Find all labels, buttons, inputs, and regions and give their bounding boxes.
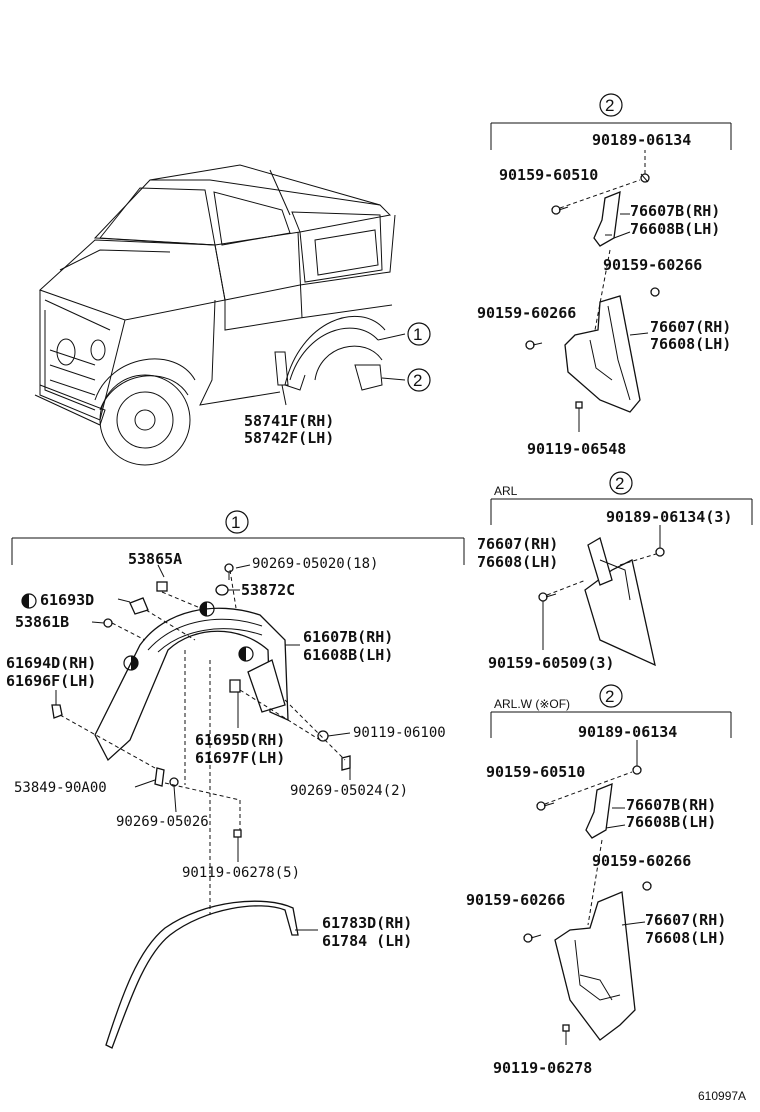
part-label: 76607B(RH): [630, 202, 720, 220]
part-label: 90119-06278: [493, 1059, 592, 1077]
bolt-icon: [655, 547, 665, 557]
half-circle-marker: [123, 655, 139, 671]
part-label: 76608(LH): [650, 335, 731, 353]
part-label: 76607(RH): [650, 318, 731, 336]
callout-number: 1: [413, 325, 422, 344]
part-label: 90119-06278(5): [182, 865, 300, 881]
part-label: 61607B(RH): [303, 628, 393, 646]
part-label: 61696F(LH): [6, 672, 96, 690]
part-label: 76608B(LH): [630, 220, 720, 238]
clip-icon: [129, 597, 149, 615]
clip-icon: [154, 767, 165, 787]
variant-label: ARL: [494, 484, 518, 498]
part-label: 90159-60266: [477, 304, 576, 322]
part-label: 76608(LH): [645, 929, 726, 947]
part-label: 90159-60266: [603, 256, 702, 274]
part-label: 61608B(LH): [303, 646, 393, 664]
clip-icon: [215, 584, 229, 596]
bolt-icon: [525, 340, 543, 350]
part-label: 90159-60266: [466, 891, 565, 909]
callout-circle-2: [609, 471, 633, 495]
part-label: 76607(RH): [477, 535, 558, 553]
part-label: 90159-60266: [592, 852, 691, 870]
clip-icon: [224, 563, 234, 580]
mudguard-arl-group: [490, 471, 753, 667]
part-label: 90269-05024(2): [290, 783, 408, 799]
part-label: 90269-05020(18): [252, 556, 378, 572]
mudguard-arlw-group: [490, 684, 732, 1045]
part-label: 90119-06100: [353, 725, 446, 741]
part-label: 53865A: [128, 550, 182, 568]
callout-circle-2: [599, 93, 623, 117]
vehicle-illustration: [34, 164, 406, 466]
bolt-icon: [562, 1024, 570, 1045]
callout-circle-1: [225, 510, 249, 534]
bolt-icon: [575, 401, 583, 420]
part-label: 61783D(RH): [322, 914, 412, 932]
part-label: 53872C: [241, 581, 295, 599]
part-label: 90159-60509(3): [488, 654, 614, 672]
mudguard-top-group: [490, 93, 732, 432]
half-circle-marker: [238, 646, 254, 662]
part-label: 61695D(RH): [195, 731, 285, 749]
half-circle-marker: [21, 593, 37, 609]
part-label: 90269-05026: [116, 814, 209, 830]
callout-circle-2: [599, 684, 623, 708]
clip-icon: [51, 704, 63, 719]
clip-icon: [229, 679, 241, 693]
part-label: 90189-06134(3): [606, 508, 732, 526]
part-label: 58742F(LH): [244, 429, 334, 447]
clip-icon: [103, 618, 113, 628]
part-label: 76608B(LH): [626, 813, 716, 831]
callout-number: 2: [605, 687, 614, 706]
callout-number: 1: [231, 513, 240, 532]
callout-number: 2: [413, 371, 422, 390]
bolt-icon: [640, 173, 650, 183]
variant-label: ARL.W (※OF): [494, 697, 570, 711]
part-label: 76607B(RH): [626, 796, 716, 814]
clip-icon: [341, 755, 351, 771]
flare-group: [11, 510, 465, 1049]
clip-icon: [156, 581, 168, 592]
callout-circle-1: [407, 322, 431, 346]
part-label: 76608(LH): [477, 553, 558, 571]
part-label: 90189-06134: [592, 131, 691, 149]
bolt-icon: [632, 765, 642, 775]
part-label: 90159-60510: [486, 763, 585, 781]
callout-number: 2: [615, 474, 624, 493]
part-label: 61784 (LH): [322, 932, 412, 950]
bolt-icon: [642, 881, 652, 891]
clip-icon: [233, 829, 242, 850]
bolt-icon: [536, 801, 555, 811]
diagram-id: 610997A: [698, 1089, 746, 1103]
bolt-icon: [538, 592, 557, 602]
part-label: 76607(RH): [645, 911, 726, 929]
part-label: 53849-90A00: [14, 780, 107, 796]
part-label: 90159-60510: [499, 166, 598, 184]
part-label: 61694D(RH): [6, 654, 96, 672]
bolt-icon: [551, 205, 569, 215]
part-label: 90119-06548: [527, 440, 626, 458]
callout-number: 2: [605, 96, 614, 115]
part-label: 61693D: [40, 591, 94, 609]
bolt-icon: [523, 933, 542, 943]
part-label: 58741F(RH): [244, 412, 334, 430]
part-label: 61697F(LH): [195, 749, 285, 767]
callout-circle-2: [407, 368, 431, 392]
part-label: 53861B: [15, 613, 69, 631]
bolt-icon: [650, 287, 660, 297]
part-label: 90189-06134: [578, 723, 677, 741]
